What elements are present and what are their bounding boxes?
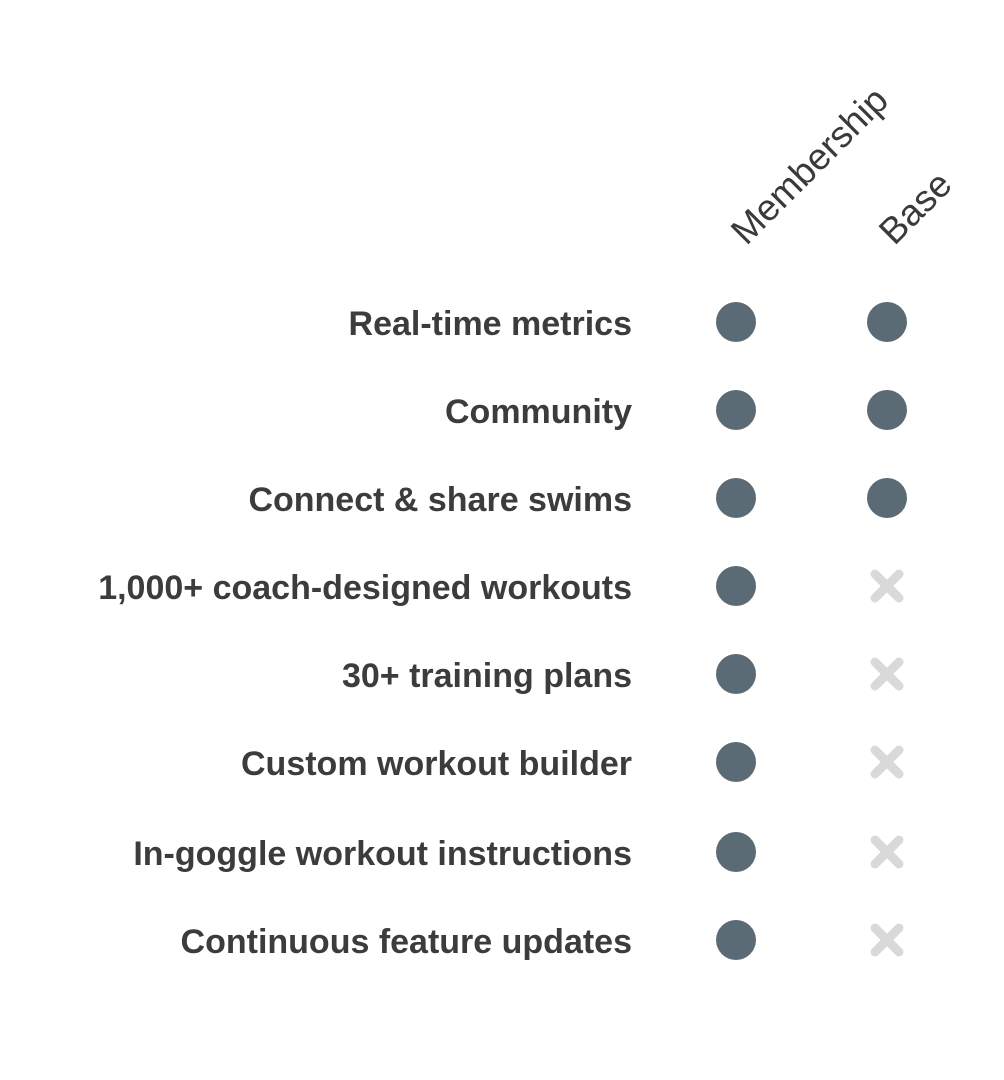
not-included-x-icon [870, 569, 904, 603]
feature-row: In-goggle workout instructions [0, 810, 1004, 898]
feature-label: 30+ training plans [341, 657, 632, 695]
included-dot-icon [867, 478, 907, 518]
base-cell [867, 832, 907, 872]
membership-cell [716, 654, 756, 694]
not-included-x-icon [870, 745, 904, 779]
feature-row: Community [0, 368, 1004, 456]
feature-label: Connect & share swims [248, 481, 632, 519]
base-cell [867, 302, 907, 342]
not-included-x-icon [870, 923, 904, 957]
included-dot-icon [716, 920, 756, 960]
column-header-base: Base [871, 163, 960, 252]
base-cell [867, 566, 907, 606]
not-included-x-icon [870, 657, 904, 691]
feature-label: Real-time metrics [348, 305, 632, 343]
membership-cell [716, 832, 756, 872]
base-cell [867, 742, 907, 782]
membership-cell [716, 742, 756, 782]
base-cell [867, 654, 907, 694]
included-dot-icon [716, 566, 756, 606]
membership-cell [716, 478, 756, 518]
feature-label: In-goggle workout instructions [133, 835, 632, 873]
feature-label: Continuous feature updates [180, 923, 632, 961]
included-dot-icon [716, 832, 756, 872]
feature-row: Real-time metrics [0, 280, 1004, 368]
base-cell [867, 920, 907, 960]
included-dot-icon [716, 390, 756, 430]
included-dot-icon [716, 302, 756, 342]
membership-cell [716, 302, 756, 342]
feature-label: 1,000+ coach-designed workouts [98, 569, 632, 607]
included-dot-icon [716, 654, 756, 694]
not-included-x-icon [870, 835, 904, 869]
membership-cell [716, 390, 756, 430]
feature-row: Continuous feature updates [0, 898, 1004, 986]
base-cell [867, 390, 907, 430]
feature-row: 30+ training plans [0, 632, 1004, 720]
membership-cell [716, 566, 756, 606]
included-dot-icon [867, 390, 907, 430]
column-header-membership: Membership [723, 79, 896, 252]
base-cell [867, 478, 907, 518]
feature-row: Custom workout builder [0, 720, 1004, 808]
included-dot-icon [716, 478, 756, 518]
feature-row: 1,000+ coach-designed workouts [0, 544, 1004, 632]
feature-row: Connect & share swims [0, 456, 1004, 544]
membership-cell [716, 920, 756, 960]
included-dot-icon [867, 302, 907, 342]
included-dot-icon [716, 742, 756, 782]
feature-label: Custom workout builder [241, 745, 632, 783]
feature-label: Community [445, 393, 632, 431]
